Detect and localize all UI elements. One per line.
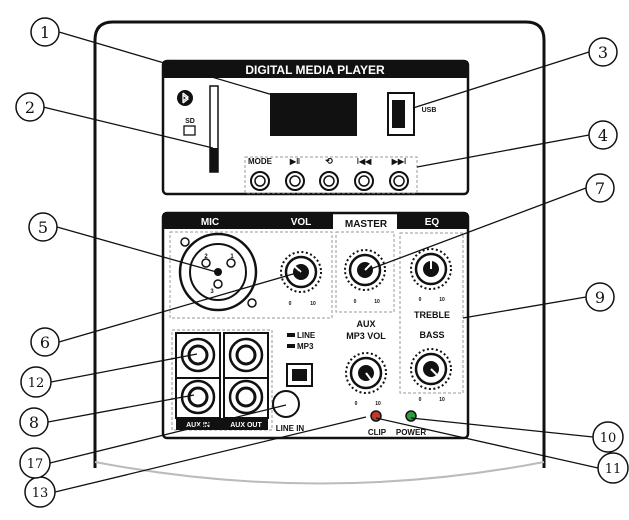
line-in-label: LINE IN bbox=[276, 424, 305, 433]
callout-4: 4 bbox=[588, 120, 618, 150]
bass-label: BASS bbox=[419, 330, 444, 340]
vol-label: VOL bbox=[291, 217, 312, 228]
display-screen bbox=[270, 93, 357, 136]
xlr-pin-1: 1 bbox=[230, 254, 234, 260]
clip-label: CLIP bbox=[368, 428, 387, 437]
mic-vol-max: 10 bbox=[310, 301, 316, 307]
callout-17: 17 bbox=[19, 447, 51, 479]
svg-text:17: 17 bbox=[27, 457, 44, 472]
xlr-pin-2: 2 bbox=[204, 254, 208, 260]
svg-text:12: 12 bbox=[28, 376, 45, 391]
mic-label: MIC bbox=[201, 217, 219, 228]
callout-9: 9 bbox=[585, 282, 615, 312]
svg-text:1: 1 bbox=[40, 23, 50, 42]
svg-text:6: 6 bbox=[40, 333, 50, 352]
svg-text:5: 5 bbox=[38, 218, 48, 237]
repeat-button-label: ⟲ bbox=[325, 156, 333, 166]
callout-11: 11 bbox=[597, 452, 629, 484]
mic-vol-knob[interactable] bbox=[280, 251, 322, 293]
svg-text:7: 7 bbox=[595, 179, 605, 198]
master-min: 0 bbox=[354, 299, 357, 305]
treble-label: TREBLE bbox=[414, 310, 450, 320]
callout-5: 5 bbox=[28, 212, 58, 242]
treble-max: 10 bbox=[439, 297, 445, 303]
mp3-label: MP3 bbox=[297, 342, 314, 351]
power-label: POWER bbox=[396, 428, 426, 437]
power-led bbox=[405, 410, 417, 422]
leader-lines bbox=[42, 31, 599, 493]
aux-mp3-vol-knob[interactable] bbox=[345, 352, 387, 394]
line-mp3-switch[interactable] bbox=[286, 363, 313, 387]
next-button[interactable] bbox=[389, 171, 409, 191]
next-button-label: ▶▶ǀ bbox=[391, 157, 407, 166]
bass-min: 0 bbox=[419, 397, 422, 403]
callout-1: 1 bbox=[30, 17, 60, 47]
treble-knob[interactable] bbox=[410, 248, 452, 290]
previous-button[interactable] bbox=[354, 171, 374, 191]
svg-text:3: 3 bbox=[598, 43, 608, 62]
callout-8: 8 bbox=[19, 407, 49, 437]
clip-led bbox=[370, 410, 382, 422]
mode-button[interactable] bbox=[250, 171, 270, 191]
xlr-pin-3: 3 bbox=[210, 289, 214, 295]
cabinet-outline bbox=[93, 20, 546, 468]
svg-text:11: 11 bbox=[605, 462, 622, 477]
cabinet-base-curve bbox=[94, 461, 545, 485]
play-pause-button[interactable] bbox=[285, 171, 305, 191]
rca-aux-out-top-jack[interactable] bbox=[223, 332, 269, 379]
callout-3: 3 bbox=[588, 37, 618, 67]
mode-button-label: MODE bbox=[248, 157, 273, 166]
callout-7: 7 bbox=[585, 173, 615, 203]
master-label: MASTER bbox=[345, 219, 388, 230]
previous-button-label: ǀ◀◀ bbox=[357, 157, 372, 166]
eq-label: EQ bbox=[425, 217, 440, 228]
mic-vol-header-bar bbox=[163, 213, 333, 229]
mp3-vol-label: MP3 VOL bbox=[346, 331, 386, 341]
svg-text:2: 2 bbox=[25, 98, 35, 117]
rca-aux-in-bottom-jack[interactable] bbox=[175, 377, 221, 419]
line-label: LINE bbox=[297, 331, 316, 340]
aux-label: AUX bbox=[356, 319, 375, 329]
svg-text:13: 13 bbox=[32, 486, 49, 501]
callout-13: 13 bbox=[24, 476, 56, 508]
mic-vol-min: 0 bbox=[289, 301, 292, 307]
svg-text:4: 4 bbox=[598, 126, 608, 145]
bluetooth-icon bbox=[177, 90, 193, 106]
svg-text:10: 10 bbox=[600, 431, 617, 446]
sd-label: SD bbox=[185, 118, 195, 125]
aux-out-label: AUX OUT bbox=[230, 422, 262, 429]
line-in-jack[interactable] bbox=[272, 390, 300, 418]
bass-knob[interactable] bbox=[410, 348, 452, 390]
callout-6: 6 bbox=[30, 327, 60, 357]
callout-10: 10 bbox=[592, 421, 624, 453]
bass-max: 10 bbox=[439, 397, 445, 403]
usb-label: USB bbox=[422, 107, 437, 114]
callout-2: 2 bbox=[15, 92, 45, 122]
rca-aux-out-bottom-jack[interactable] bbox=[223, 377, 269, 419]
eq-header-bar bbox=[397, 213, 468, 229]
rca-aux-in-top-jack[interactable] bbox=[175, 332, 221, 379]
repeat-button[interactable] bbox=[319, 171, 339, 191]
media-player-header-bar bbox=[163, 61, 468, 78]
svg-text:9: 9 bbox=[595, 288, 605, 307]
callout-12: 12 bbox=[20, 366, 52, 398]
aux-in-label: AUX IN bbox=[186, 422, 210, 429]
sd-card-icon bbox=[183, 125, 196, 136]
play-pause-button-label: ▶ǁ bbox=[289, 157, 300, 166]
master-knob[interactable] bbox=[344, 249, 386, 291]
treble-min: 0 bbox=[419, 297, 422, 303]
aux-vol-max: 10 bbox=[375, 401, 381, 407]
media-player-title: DIGITAL MEDIA PLAYER bbox=[245, 63, 385, 77]
svg-text:8: 8 bbox=[29, 413, 39, 432]
master-max: 10 bbox=[374, 299, 380, 305]
aux-vol-min: 0 bbox=[355, 401, 358, 407]
